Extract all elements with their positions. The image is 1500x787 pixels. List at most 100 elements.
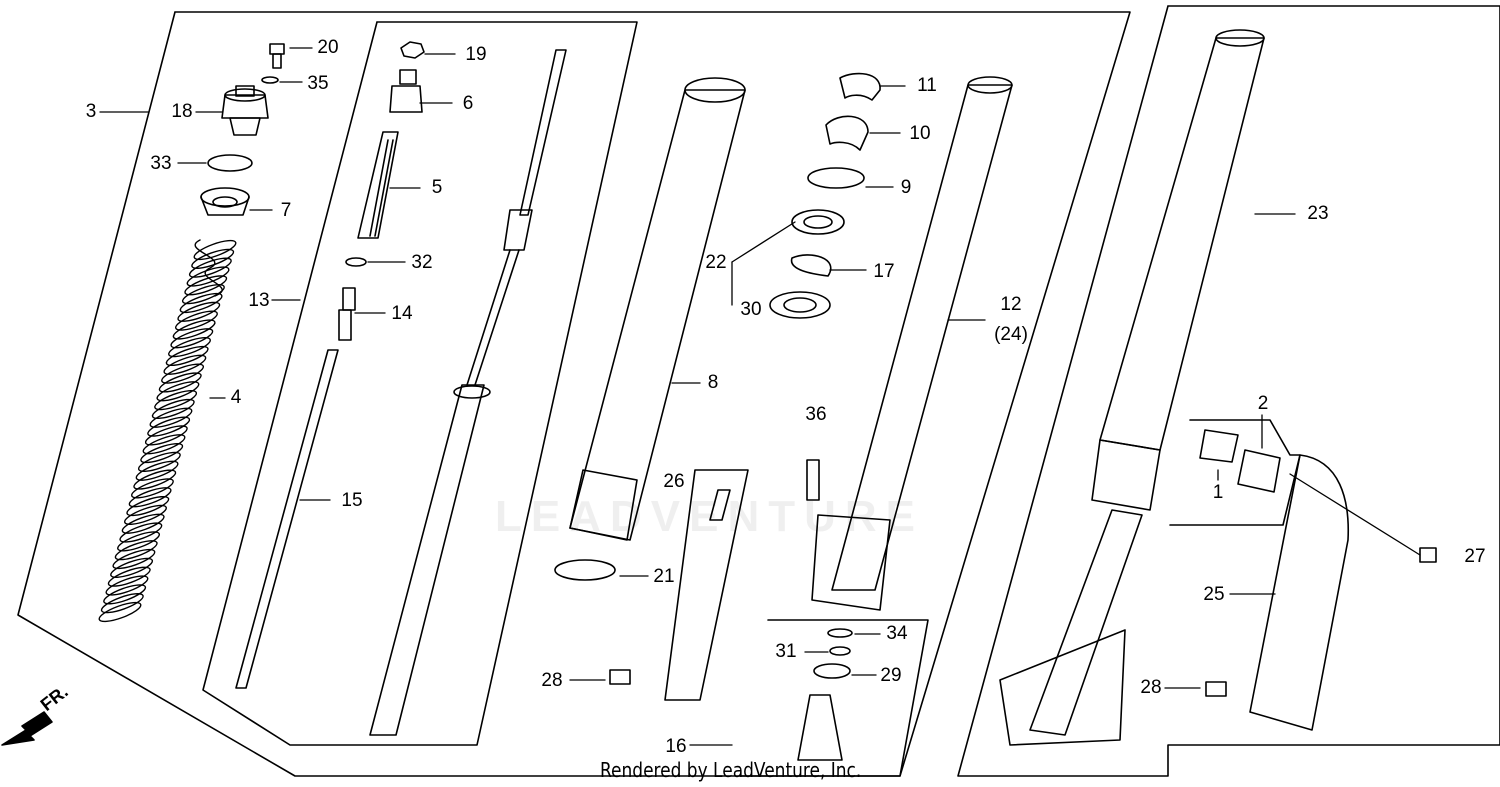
clip-21	[554, 559, 616, 581]
spring-coil	[144, 425, 188, 446]
spring-coil	[154, 389, 198, 411]
spring-coil	[165, 345, 209, 367]
spring-coil	[142, 434, 186, 455]
callout-label: 1	[1212, 482, 1224, 503]
spring-coil	[100, 593, 144, 614]
callout-label: 8	[707, 372, 719, 393]
group-outline-right	[957, 5, 1500, 777]
callout-label: 20	[317, 37, 339, 58]
o-ring-32	[345, 257, 367, 267]
washer-34	[827, 628, 853, 638]
bolt-28b	[1205, 681, 1227, 697]
callout-label: 30	[740, 299, 762, 320]
spring-coil	[163, 354, 207, 375]
callout-label: 33	[150, 153, 172, 174]
callout-label: 29	[880, 665, 902, 686]
spring-coil	[193, 239, 237, 261]
spring-coil	[128, 487, 172, 508]
spring-collar-5	[357, 131, 399, 239]
callout-label: 9	[900, 177, 912, 198]
nut-19	[400, 41, 425, 59]
fork-guard-26	[664, 469, 749, 701]
callout-label: (24)	[994, 324, 1028, 345]
callout-label: 16	[665, 736, 687, 757]
spring-coil	[191, 248, 235, 269]
group-outline-inner	[202, 21, 638, 746]
bolt-27	[1419, 547, 1437, 563]
callout-label: 7	[280, 200, 292, 221]
group-outline-boot	[739, 619, 929, 777]
washer-31	[829, 646, 851, 656]
air-valve-bolt	[269, 43, 285, 69]
spring-coil	[174, 310, 218, 331]
callout-label: 3	[85, 101, 97, 122]
seals-stack	[769, 72, 881, 319]
callout-label: 12	[1000, 294, 1022, 315]
spring-seat-7	[200, 187, 250, 216]
dust-boot-16	[797, 694, 843, 761]
spring-coil	[112, 548, 156, 570]
collar-6	[389, 69, 423, 113]
spring-coil	[103, 584, 147, 605]
callout-label: 10	[909, 123, 931, 144]
front-arrow-icon	[1, 711, 53, 746]
callout-label: 21	[653, 566, 675, 587]
callout-label: 5	[431, 177, 443, 198]
spring-coil	[186, 266, 230, 287]
callout-label: 25	[1203, 584, 1225, 605]
callout-label: 19	[465, 44, 487, 65]
callout-label: 14	[391, 303, 413, 324]
bracket-1	[1199, 429, 1239, 463]
bolt-28a	[609, 669, 631, 685]
bolt-36	[806, 459, 820, 501]
spring-coil	[184, 275, 228, 296]
spring-coil	[137, 451, 181, 473]
watermark-text: LEADVENTURE	[495, 492, 925, 541]
fork-guard-25	[1249, 454, 1350, 731]
callout-label: 34	[886, 623, 908, 644]
spring-coil	[135, 460, 179, 481]
fork-cap-bolt	[221, 85, 269, 136]
spring-coil	[98, 601, 142, 623]
fork-assembly-23	[999, 29, 1265, 746]
o-ring-35	[261, 76, 279, 84]
fork-inner-tube-12	[811, 76, 1013, 611]
spring-coil	[188, 257, 232, 278]
rod-15	[235, 349, 339, 689]
spring-coil	[130, 478, 174, 499]
spring-coil	[124, 504, 167, 525]
spring-coil	[133, 469, 177, 490]
fork-spring	[98, 239, 237, 623]
spring-coil	[105, 575, 149, 596]
spring-coil	[181, 284, 225, 305]
spring-coil	[179, 292, 223, 314]
spring-coil	[161, 363, 205, 384]
spring-coil	[110, 557, 154, 578]
spring-coil	[158, 372, 202, 393]
callout-label: 23	[1307, 203, 1329, 224]
o-ring-33	[207, 154, 253, 172]
callout-label: 15	[341, 490, 363, 511]
spring-coil	[168, 337, 211, 358]
spring-coil	[107, 566, 151, 587]
callout-label: 31	[775, 641, 797, 662]
group-outline-brackets	[1169, 419, 1301, 526]
callout-label: 17	[873, 261, 895, 282]
callout-label: 4	[230, 387, 242, 408]
spring-coil	[119, 522, 163, 543]
rod-14	[338, 287, 356, 341]
spring-coil	[117, 531, 161, 552]
callout-label: 28	[1140, 677, 1162, 698]
leader-lines	[99, 47, 1421, 746]
spring-coil	[156, 381, 200, 402]
spring-coil	[151, 398, 195, 420]
callout-label: 28	[541, 670, 563, 691]
callout-label: 22	[705, 252, 727, 273]
spring-coil	[149, 407, 193, 428]
callout-label: 6	[462, 93, 474, 114]
group-outline-left	[17, 11, 1131, 777]
spring-coil	[147, 416, 191, 437]
spring-coil	[140, 442, 184, 464]
